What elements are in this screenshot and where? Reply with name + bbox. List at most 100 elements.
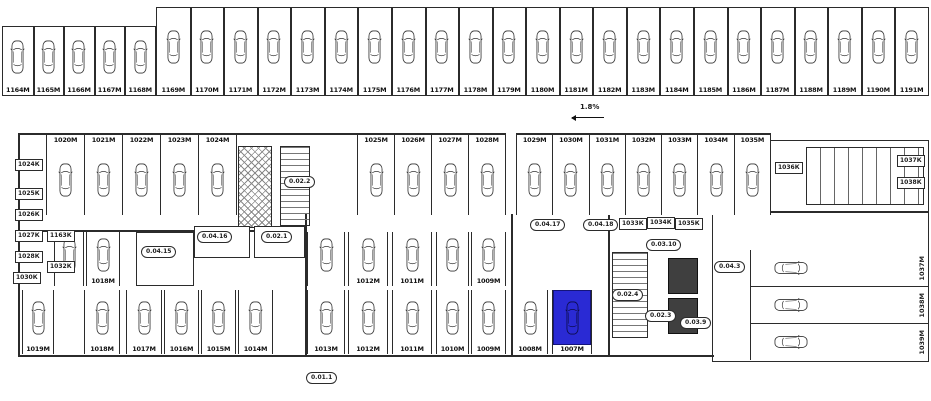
parking-stall[interactable]: 1173М (290, 8, 324, 95)
storage-box[interactable]: 1037К (897, 155, 925, 167)
parking-stall[interactable]: 1015М (201, 290, 236, 354)
parking-stall[interactable]: 1011М (392, 290, 432, 354)
stall-label: 1166М (67, 86, 91, 94)
parking-stall[interactable]: 1030М (552, 135, 588, 215)
parking-stall[interactable]: 1189М (827, 8, 861, 95)
parking-stall[interactable]: 1178М (458, 8, 492, 95)
parking-stall[interactable]: 1168М (124, 27, 155, 95)
parking-stall[interactable]: 1017М (126, 290, 162, 354)
storage-box[interactable]: 1025К (15, 188, 43, 200)
parking-stall[interactable]: 1012М (348, 290, 388, 354)
parking-stall[interactable]: 1166М (63, 27, 94, 95)
room-number-tag: 0.02.3 (645, 310, 677, 322)
parking-stall[interactable]: 1020М (47, 135, 84, 215)
storage-box[interactable]: 1026К (15, 209, 43, 221)
parking-stall[interactable]: 1185М (693, 8, 727, 95)
wall (608, 214, 610, 356)
parking-stall[interactable]: 1167М (93, 27, 125, 95)
stall-label: 1011М (400, 345, 424, 353)
parking-stall[interactable]: 1186М (726, 8, 761, 95)
storage-box[interactable]: 1028К (15, 251, 43, 263)
parking-stall[interactable]: 1038М (751, 286, 929, 323)
parking-stall[interactable]: 1018М (86, 232, 120, 286)
parking-stall[interactable]: 1032М (624, 135, 661, 215)
storage-box[interactable]: 1032К (47, 261, 75, 273)
parking-stall[interactable]: 1165М (32, 27, 64, 95)
parking-stall[interactable]: 1171М (223, 8, 257, 95)
car-zone (157, 8, 190, 86)
parking-stall[interactable]: 1024М (198, 135, 236, 215)
parking-stall[interactable]: 1179М (491, 8, 526, 95)
parking-stall[interactable]: 1021М (84, 135, 122, 215)
parking-stall[interactable]: 1008М (512, 290, 548, 354)
car-zone (202, 290, 235, 345)
car-zone (626, 145, 661, 215)
car-icon (563, 156, 578, 204)
parking-stall[interactable]: 1180М (525, 8, 559, 95)
parking-stall[interactable]: 1013М (307, 290, 345, 354)
parking-stall[interactable]: 1172М (256, 8, 291, 95)
parking-stall[interactable]: 1022М (122, 135, 160, 215)
parking-stall[interactable]: 1182М (592, 8, 626, 95)
parking-stall[interactable]: 1009М (471, 232, 506, 286)
parking-stall[interactable]: 1031М (588, 135, 625, 215)
parking-stall[interactable]: 1175М (357, 8, 391, 95)
car-zone (87, 232, 119, 277)
parking-stall[interactable]: 1188М (793, 8, 828, 95)
parking-stall[interactable]: 1035М (733, 135, 770, 215)
car-icon (535, 25, 550, 69)
car-zone (761, 8, 794, 86)
storage-box[interactable]: 1030К (13, 272, 41, 284)
stall-label: 1008М (518, 345, 542, 353)
storage-box[interactable]: 1024К (15, 159, 43, 171)
storage-box[interactable]: 1034К (647, 217, 675, 229)
parking-stall[interactable]: 1019М (22, 290, 54, 354)
car-zone (513, 290, 547, 345)
parking-stall[interactable]: 1027М (431, 135, 468, 215)
parking-stall[interactable]: 1191М (894, 8, 928, 95)
parking-stall[interactable]: 1012М (348, 232, 388, 286)
parking-stall[interactable]: 1018М (84, 290, 120, 354)
parking-stall[interactable]: 1177М (424, 8, 459, 95)
parking-stall[interactable]: 1164М (3, 27, 33, 95)
car-icon (569, 25, 584, 69)
storage-box[interactable]: 1163К (47, 230, 75, 242)
storage-box[interactable]: 1038К (897, 177, 925, 189)
parking-stall[interactable]: 1174М (323, 8, 358, 95)
parking-stall[interactable]: 1184М (659, 8, 693, 95)
parking-stall[interactable]: 1033М (661, 135, 697, 215)
car-icon (565, 298, 580, 338)
storage-box[interactable]: 1035К (675, 218, 703, 230)
parking-stall[interactable]: 1023М (160, 135, 198, 215)
parking-stall[interactable]: 1026М (394, 135, 431, 215)
parking-stall[interactable]: 1011М (392, 232, 432, 286)
parking-stall[interactable] (54, 232, 84, 286)
parking-stall[interactable]: 1034М (697, 135, 733, 215)
parking-stall[interactable]: 1039М (751, 323, 929, 360)
parking-stall[interactable]: 1176М (390, 8, 425, 95)
parking-stall[interactable]: 1028М (468, 135, 505, 215)
parking-stall[interactable]: 1170М (189, 8, 224, 95)
car-icon (319, 298, 334, 338)
parking-stall[interactable]: 1181М (558, 8, 593, 95)
parking-stall[interactable]: 1016М (164, 290, 199, 354)
parking-stall[interactable]: 1169М (157, 8, 190, 95)
parking-stall[interactable] (307, 232, 345, 286)
storage-box[interactable]: 1036К (775, 162, 803, 174)
storage-box[interactable]: 1033К (619, 218, 647, 230)
parking-stall-selected[interactable]: 1007М (552, 290, 592, 354)
parking-stall[interactable] (436, 232, 469, 286)
parking-stall[interactable]: 1183М (625, 8, 660, 95)
car-zone (895, 8, 928, 86)
parking-stall[interactable]: 1190М (860, 8, 895, 95)
parking-stall[interactable]: 1037М (751, 250, 929, 286)
parking-stall[interactable]: 1010М (436, 290, 469, 354)
car-icon (468, 25, 483, 69)
parking-stall[interactable]: 1009М (471, 290, 506, 354)
storage-box[interactable]: 1027К (15, 230, 43, 242)
parking-stall[interactable]: 1187М (760, 8, 794, 95)
car-icon (361, 236, 376, 274)
parking-stall[interactable]: 1029М (517, 135, 552, 215)
parking-stall[interactable]: 1014М (238, 290, 273, 354)
parking-stall[interactable]: 1025М (358, 135, 394, 215)
